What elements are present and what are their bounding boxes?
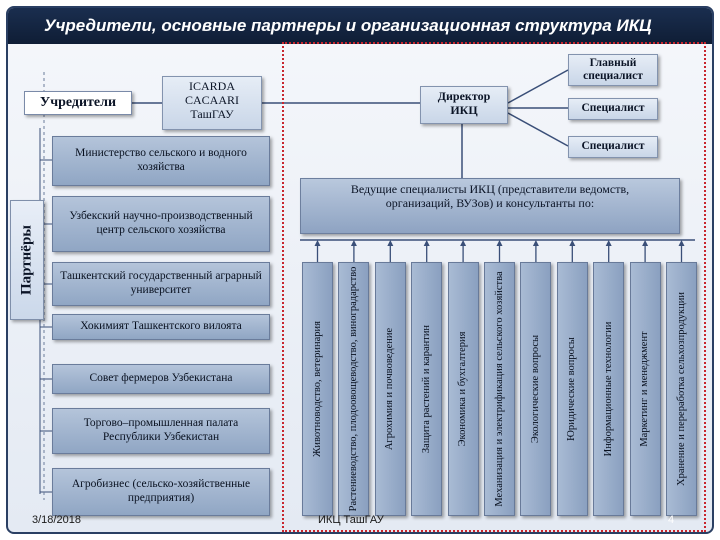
consult-area-label: Экономика и бухгалтерия [457, 331, 469, 447]
specialist-box-2: Специалист [568, 136, 658, 158]
column-arrow-head [496, 240, 503, 246]
consult-area-label: Экологические вопросы [529, 334, 541, 444]
column-arrow-head [605, 240, 612, 246]
consult-area-label: Маркетинг и менеджмент [639, 331, 651, 447]
column-arrow-head [350, 240, 357, 246]
organization-boundary [282, 42, 706, 532]
specialist-box-1: Специалист [568, 98, 658, 120]
director-line-2: ИКЦ [450, 102, 478, 117]
founder-cacaari: CACAARI [184, 92, 239, 107]
founder-icarda: ICARDA [188, 79, 235, 93]
partners-label-text: Партнёры [18, 224, 35, 296]
column-arrow-head [532, 240, 539, 246]
footer-page-number: 4 [668, 514, 675, 526]
column-arrow-head [569, 240, 576, 246]
partner-agribusiness: Агробизнес (сельско-хозяйственные предпр… [52, 468, 270, 516]
founders-box: ICARDA CACAARI ТашГАУ [162, 76, 262, 130]
footer-center: ИКЦ ТашГАУ [318, 514, 384, 526]
partners-label: Партнёры [10, 200, 44, 320]
consult-area-column: Животноводство, ветеринария [302, 262, 333, 516]
consult-area-label: Механизация и электрификация сельского х… [493, 271, 505, 507]
director-box: Директор ИКЦ [420, 86, 508, 124]
founders-label: Учредители [24, 91, 132, 115]
consult-area-column: Хранение и переработка сельхозпродукции [666, 262, 697, 516]
column-arrow-head [460, 240, 467, 246]
column-arrow-head [423, 240, 430, 246]
consult-area-column: Экономика и бухгалтерия [447, 262, 479, 516]
column-arrow-head [678, 240, 685, 246]
column-arrows [314, 240, 685, 262]
partner-ministry: Министерство сельского и водного хозяйст… [52, 136, 270, 186]
consult-area-label: Агрохимия и почвоведение [384, 327, 396, 451]
consult-area-column: Механизация и электрификация сельского х… [484, 262, 515, 516]
connector [507, 69, 569, 104]
leading-specialists-box: Ведущие специалисты ИКЦ (представители в… [300, 178, 680, 234]
page-title: Учредители, основные партнеры и организа… [44, 16, 652, 35]
consult-area-label: Юридические вопросы [566, 337, 578, 441]
partner-chamber-commerce: Торгово–промышленная палата Республики У… [52, 408, 270, 454]
partner-tashgau: Ташкентский государственный аграрный уни… [52, 262, 270, 306]
partner-farmers-council: Совет фермеров Узбекистана [52, 364, 270, 394]
director-line-1: Директор [437, 89, 491, 103]
consult-area-label: Животноводство, ветеринария [311, 321, 323, 457]
chief-specialist-line-1: Главный [589, 57, 637, 69]
column-arrow-head [642, 240, 649, 246]
connector [507, 112, 569, 147]
column-arrow-head [314, 240, 321, 246]
consult-area-column: Информационные технологии [593, 262, 625, 516]
footer-date: 3/18/2018 [32, 514, 81, 526]
consult-area-label: Растениеводство, плодоовощеводство, вино… [347, 266, 359, 512]
chief-specialist-line-2: специалист [583, 70, 643, 83]
consult-area-column: Растениеводство, плодоовощеводство, вино… [338, 262, 370, 516]
title-bar: Учредители, основные партнеры и организа… [8, 8, 712, 44]
consult-area-label: Защита растений и карантин [420, 324, 432, 454]
column-arrow-head [387, 240, 394, 246]
consult-area-column: Экологические вопросы [520, 262, 552, 516]
consult-area-column: Защита растений и карантин [411, 262, 443, 516]
partner-research-center: Узбекский научно-производственный центр … [52, 196, 270, 252]
chief-specialist-box: Главный специалист [568, 54, 658, 86]
consult-area-column: Маркетинг и менеджмент [629, 262, 661, 516]
partner-khokimiyat: Хокимият Ташкентского вилоята [52, 314, 270, 340]
consult-area-label: Хранение и переработка сельхозпродукции [675, 292, 687, 487]
consult-area-label: Информационные технологии [602, 321, 614, 457]
founder-tashgau: ТашГАУ [190, 106, 234, 121]
consult-area-column: Юридические вопросы [556, 262, 588, 516]
consult-area-column: Агрохимия и почвоведение [374, 262, 406, 516]
